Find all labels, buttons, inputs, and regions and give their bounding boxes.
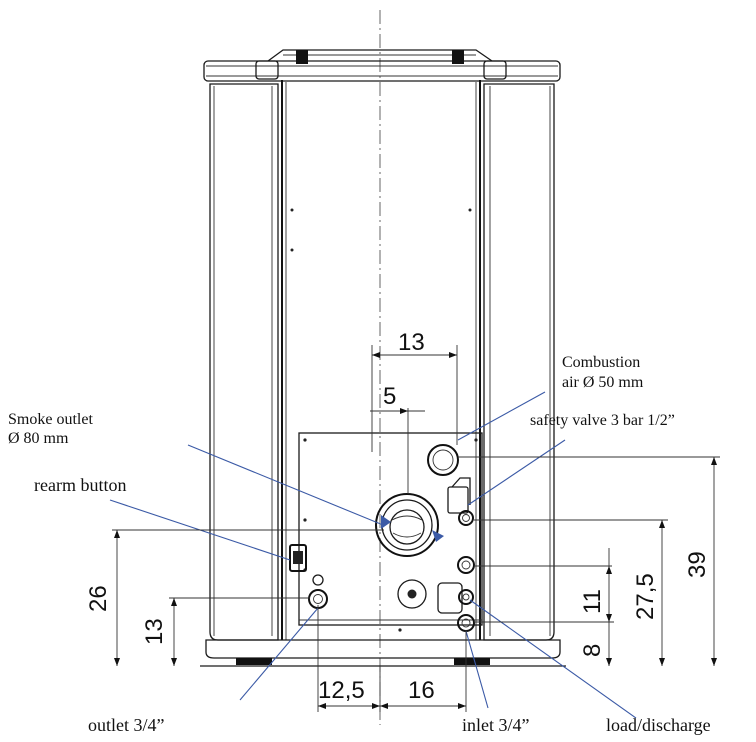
dim-top-5: 5 [383, 383, 396, 410]
dim-right-11: 11 [579, 589, 606, 614]
top-cap [203, 49, 561, 82]
safety-valve [447, 477, 474, 526]
inspection-port [397, 579, 427, 609]
leader-lines [109, 391, 637, 719]
label-smoke-outlet-1: Smoke outlet [8, 411, 93, 428]
label-rearm-button: rearm button [34, 475, 126, 495]
right-fittings [437, 556, 475, 632]
label-combustion-air-1: Combustion [562, 354, 640, 371]
combustion-air-pipe [427, 444, 459, 476]
dim-right-8: 8 [579, 644, 606, 657]
dim-right-27-5: 27,5 [632, 573, 659, 620]
label-outlet: outlet 3/4” [88, 715, 164, 735]
label-safety-valve: safety valve 3 bar 1/2” [530, 412, 675, 429]
dim-top-13: 13 [398, 329, 425, 356]
dim-left-26: 26 [85, 585, 112, 612]
dim-bottom-12-5: 12,5 [318, 677, 365, 704]
label-smoke-outlet-2: Ø 80 mm [8, 430, 69, 447]
label-load-discharge: load/discharge [606, 715, 711, 735]
dim-right-39: 39 [684, 551, 711, 578]
label-inlet: inlet 3/4” [462, 715, 529, 735]
rearm-button [289, 544, 324, 586]
dim-bottom-16: 16 [408, 677, 435, 704]
label-combustion-air-2: air Ø 50 mm [562, 374, 644, 391]
boiler-body [200, 80, 566, 667]
dim-left-13: 13 [141, 618, 168, 645]
dimension-lines [112, 345, 720, 712]
